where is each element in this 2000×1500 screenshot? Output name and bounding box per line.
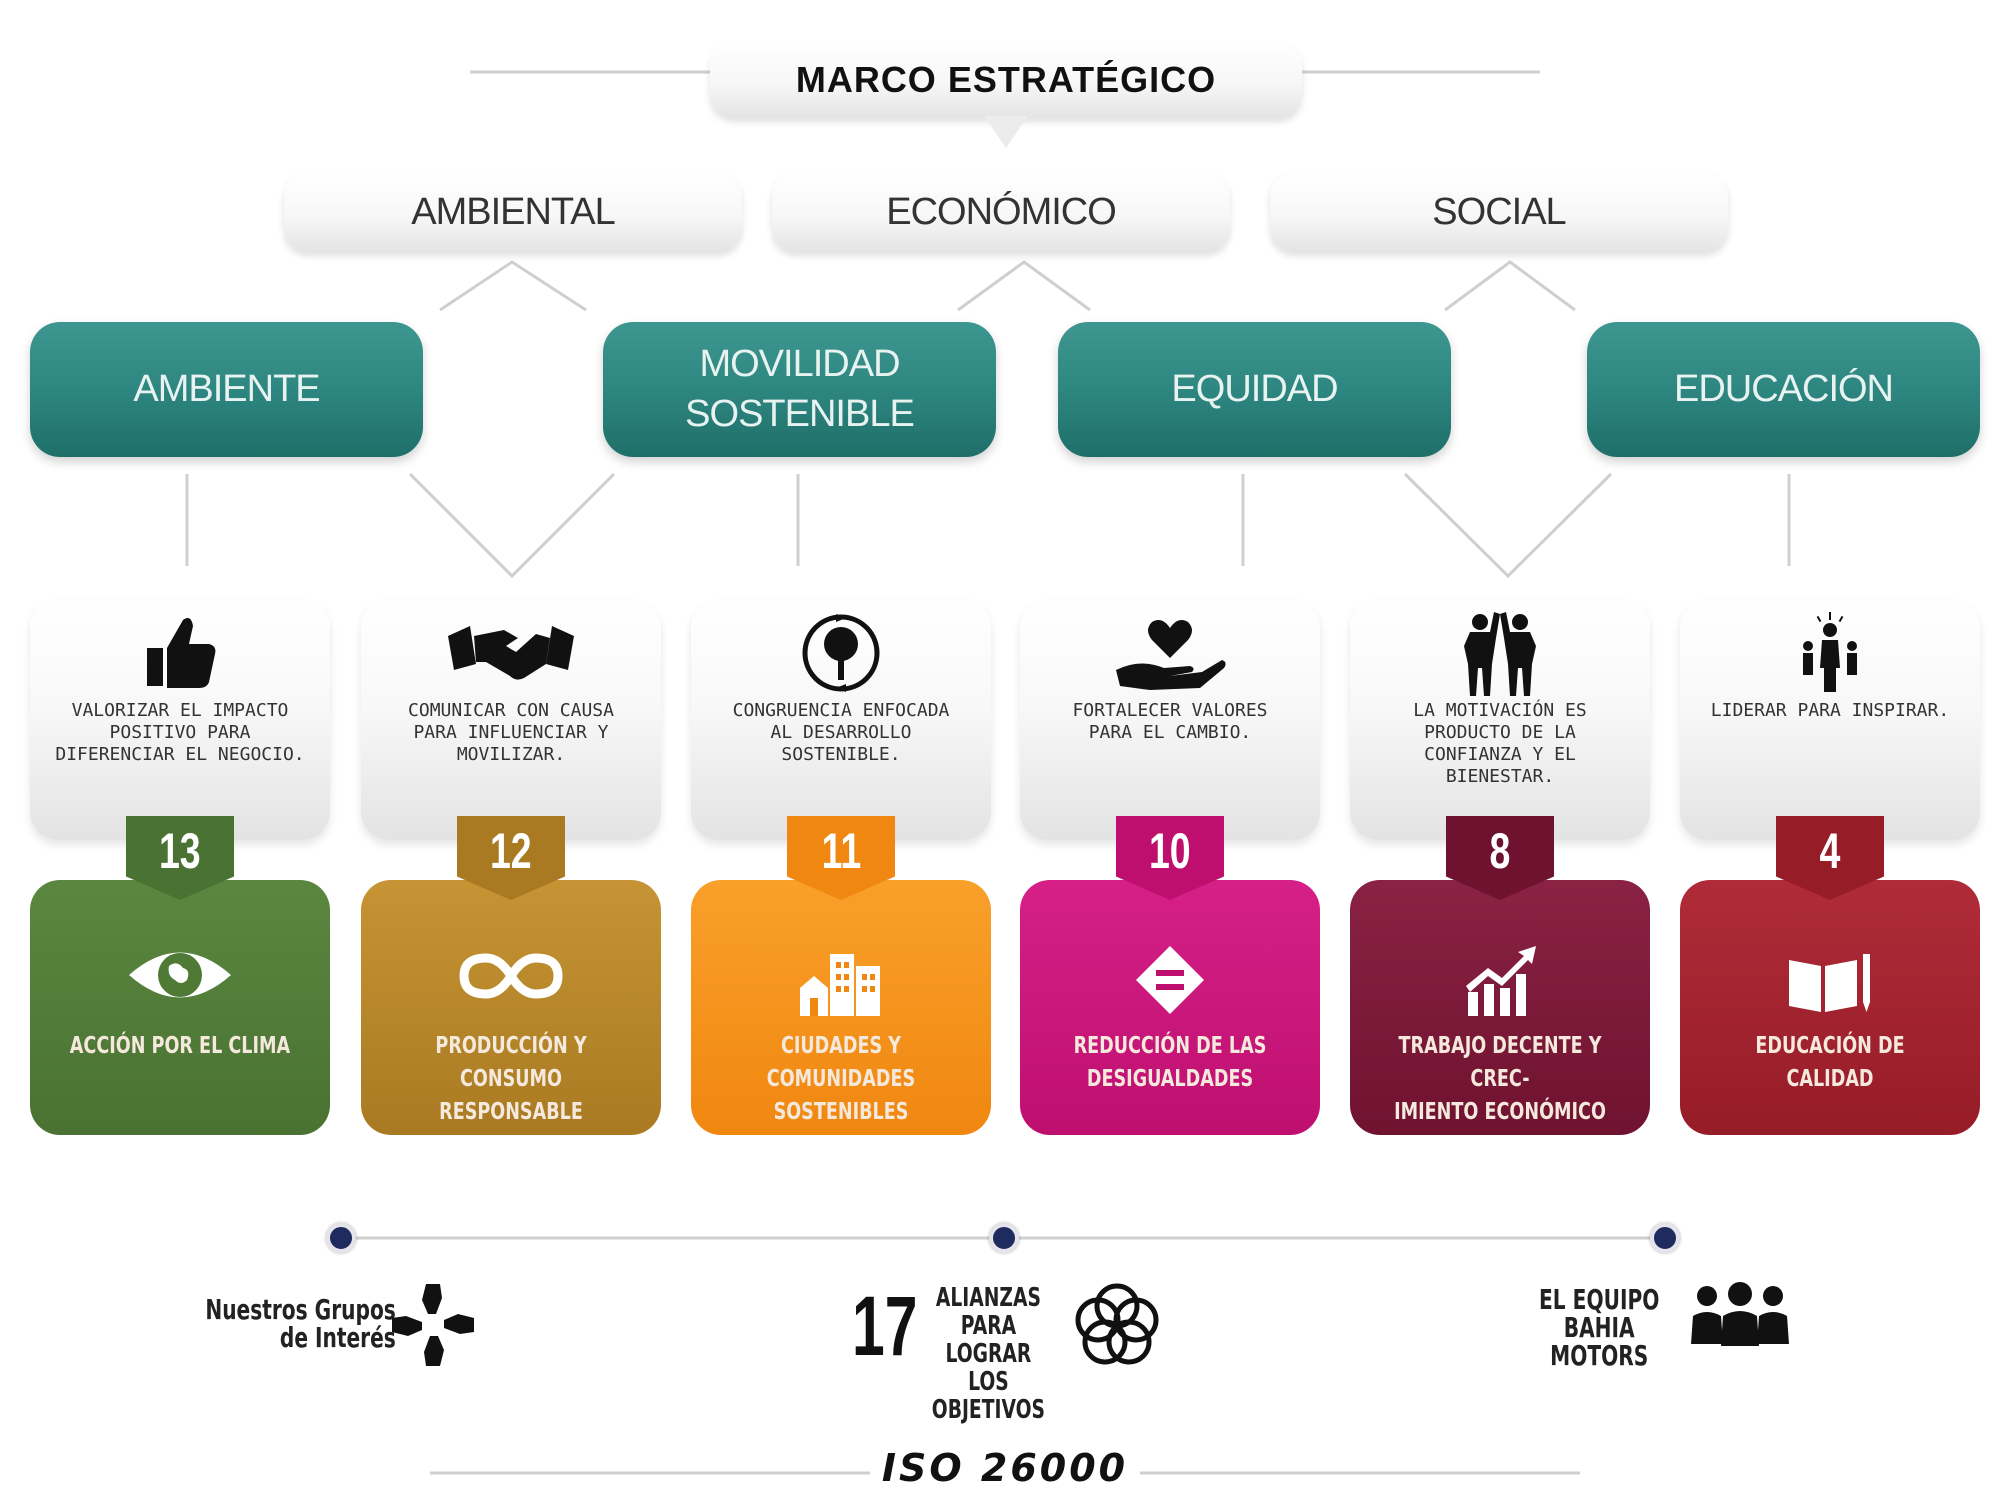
heart-hand-icon [1116,620,1226,690]
sdg-number: 8 [1489,823,1511,879]
sdg-number: 11 [821,823,861,879]
sdg-number: 12 [490,823,532,879]
pillar-economico: ECONÓMICO [772,172,1230,252]
city-icon [800,954,880,1016]
sdg-11-tab: 11 [787,816,895,900]
timeline-dot-right [1650,1223,1680,1253]
marco-estrategico-title: MARCO ESTRATÉGICO [710,42,1302,118]
theme-ambiente: AMBIENTE [30,322,423,457]
equality-icon [1136,946,1204,1014]
high-five-icon [1464,612,1536,696]
title-pointer [984,116,1028,148]
thumbs-up-icon [147,618,216,688]
theme-equidad: EQUIDAD [1058,322,1451,457]
handshake-icon [448,626,574,680]
sdg-12-tab: 12 [457,816,565,900]
sdg-8-card: 8 TRABAJO DECENTE Y CREC-IMIENTO ECONÓMI… [1350,816,1650,1135]
sdg-number: 4 [1819,823,1841,879]
book-pencil-icon [1789,954,1870,1012]
timeline-dot-center [989,1223,1019,1253]
growth-chart-icon [1466,946,1536,1016]
pillar-social: SOCIAL [1270,172,1728,252]
theme-educacion: EDUCACIÓN [1587,322,1980,457]
tree-cycle-icon [802,614,880,692]
sdg-4-tab: 4 [1776,816,1884,900]
iso-26000-footer: ISO 26000 [881,1446,1129,1490]
eye-globe-icon [129,952,231,998]
sdg-10-tab: 10 [1116,816,1224,900]
pillar-ambiental: AMBIENTAL [284,172,742,252]
rings-icon [1075,1283,1159,1365]
sdg-4-card: 4 EDUCACIÓN DE CALIDAD [1680,816,1980,1135]
team-icon [1691,1282,1789,1346]
hands-circle-icon [392,1284,474,1366]
card-liderar: LIDERAR PARA INSPIRAR. [1680,600,1980,840]
sdg-13-card: 13 ACCIÓN POR EL CLIMA [30,816,330,1135]
sdg-13-tab: 13 [126,816,234,900]
alianzas-number: 17 [852,1279,918,1373]
leader-icon [1803,612,1857,692]
infinity-icon [459,953,563,999]
sdg-8-tab: 8 [1446,816,1554,900]
timeline-dot-left [326,1223,356,1253]
sdg-number: 13 [159,823,201,879]
sdg-number: 10 [1149,823,1191,879]
